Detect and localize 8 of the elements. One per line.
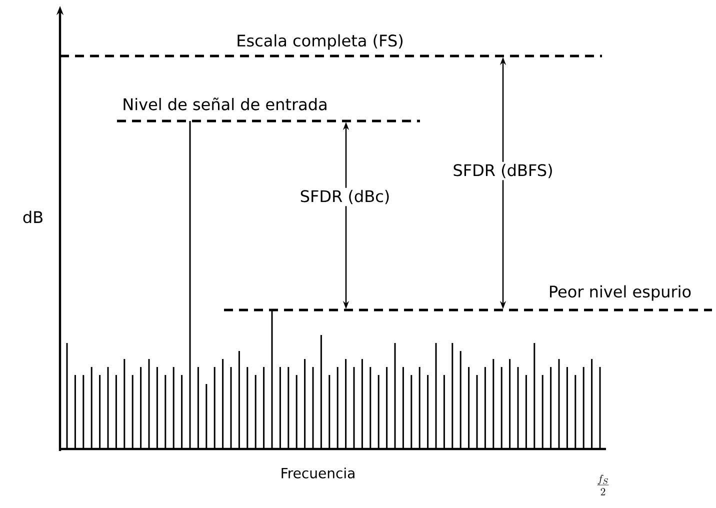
level-label: Escala completa (FS) <box>238 34 403 50</box>
axis-label: $\frac{f_S}{2}$ <box>597 474 609 496</box>
level-label: Nivel de señal de entrada <box>124 98 326 110</box>
dimension-label: SFDR (dBc) <box>298 188 392 206</box>
axis-label: dB <box>23 210 42 224</box>
level-label: Peor nivel espurio <box>550 285 691 301</box>
axis-label: Frecuencia <box>282 468 354 478</box>
dimension-label: SFDR (dBFS) <box>450 162 556 180</box>
